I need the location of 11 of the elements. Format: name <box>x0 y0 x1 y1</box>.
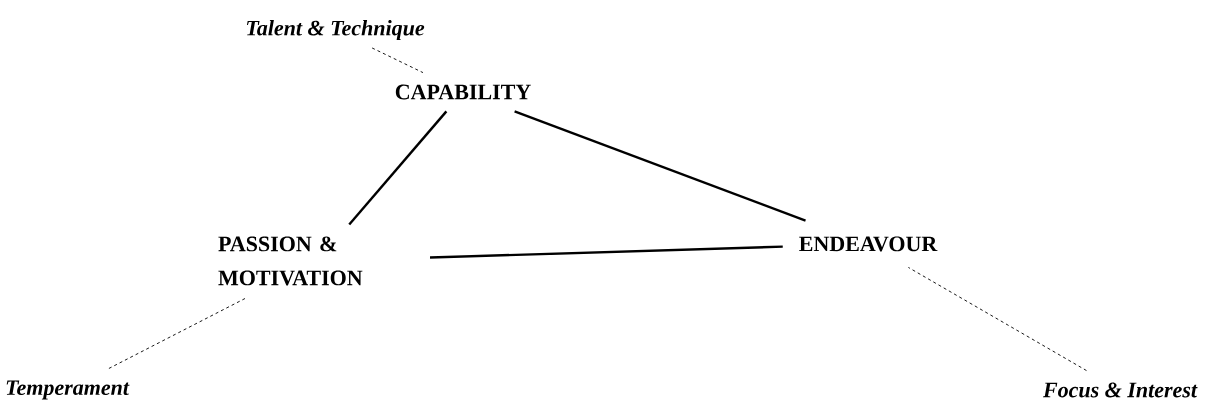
concept-label: PASSION & MOTIVATION <box>218 236 363 286</box>
concept-label: ENDEAVOUR <box>799 236 938 252</box>
connector-line <box>514 110 806 222</box>
annotation-label: Temperament <box>6 380 130 400</box>
annotation-label: Focus & Interest <box>1042 382 1198 398</box>
connector-line <box>348 110 448 226</box>
dashed-connector <box>907 267 1087 371</box>
dashed-connector <box>371 47 424 74</box>
connector-line <box>429 245 783 259</box>
annotation-label: Talent & Technique <box>246 20 425 40</box>
concept-label: CAPABILITY <box>395 84 531 100</box>
